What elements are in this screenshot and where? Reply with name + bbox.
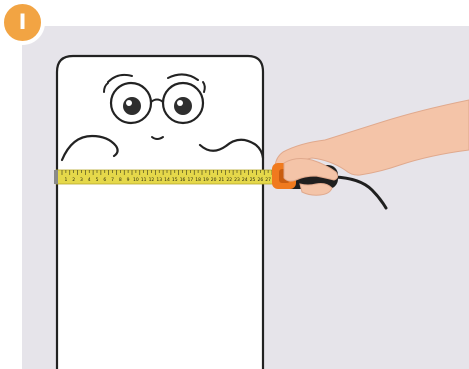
- tape-scale-label: 16: [180, 177, 186, 183]
- tape-scale-label: 9: [127, 177, 130, 183]
- right-eye: [174, 97, 192, 115]
- left-eye: [123, 97, 141, 115]
- tape-scale-label: 10: [133, 177, 139, 183]
- tape-scale-label: 13: [156, 177, 162, 183]
- tape-measure-strap: [334, 177, 386, 208]
- tape-scale-label: 8: [119, 177, 122, 183]
- tape-scale-label: 2: [72, 177, 75, 183]
- tape-scale-label: 15: [172, 177, 178, 183]
- tape-scale-label: 27: [265, 177, 271, 183]
- tape-scale-label: 22: [226, 177, 232, 183]
- tape-scale-label: 21: [219, 177, 225, 183]
- tape-scale-label: 25: [250, 177, 256, 183]
- tape-scale-label: 24: [242, 177, 248, 183]
- tape-scale-label: 4: [88, 177, 91, 183]
- step-number-label: I: [19, 12, 27, 33]
- tape-scale-label: 3: [80, 177, 83, 183]
- tape-scale-label: 1: [64, 177, 67, 183]
- body-outline: [57, 56, 263, 369]
- left-eye-highlight: [126, 100, 132, 106]
- tape-scale-label: 26: [257, 177, 263, 183]
- tape-scale-label: 7: [111, 177, 114, 183]
- thumb: [300, 184, 332, 196]
- tape-scale-label: 14: [164, 177, 170, 183]
- tape-scale-label: 23: [234, 177, 240, 183]
- tape-scale-label: 20: [211, 177, 217, 183]
- tape-scale-label: 18: [195, 177, 201, 183]
- tape-scale-label: 6: [103, 177, 106, 183]
- right-eye-highlight: [177, 100, 183, 106]
- tape-scale-label: 17: [187, 177, 193, 183]
- tape-scale-label: 19: [203, 177, 209, 183]
- tape-scale-label: 12: [149, 177, 155, 183]
- tape-end-hook: [54, 170, 58, 184]
- tape-scale-label: 11: [141, 177, 147, 183]
- tape-scale-label: 5: [96, 177, 99, 183]
- step-number-badge: I: [0, 0, 45, 45]
